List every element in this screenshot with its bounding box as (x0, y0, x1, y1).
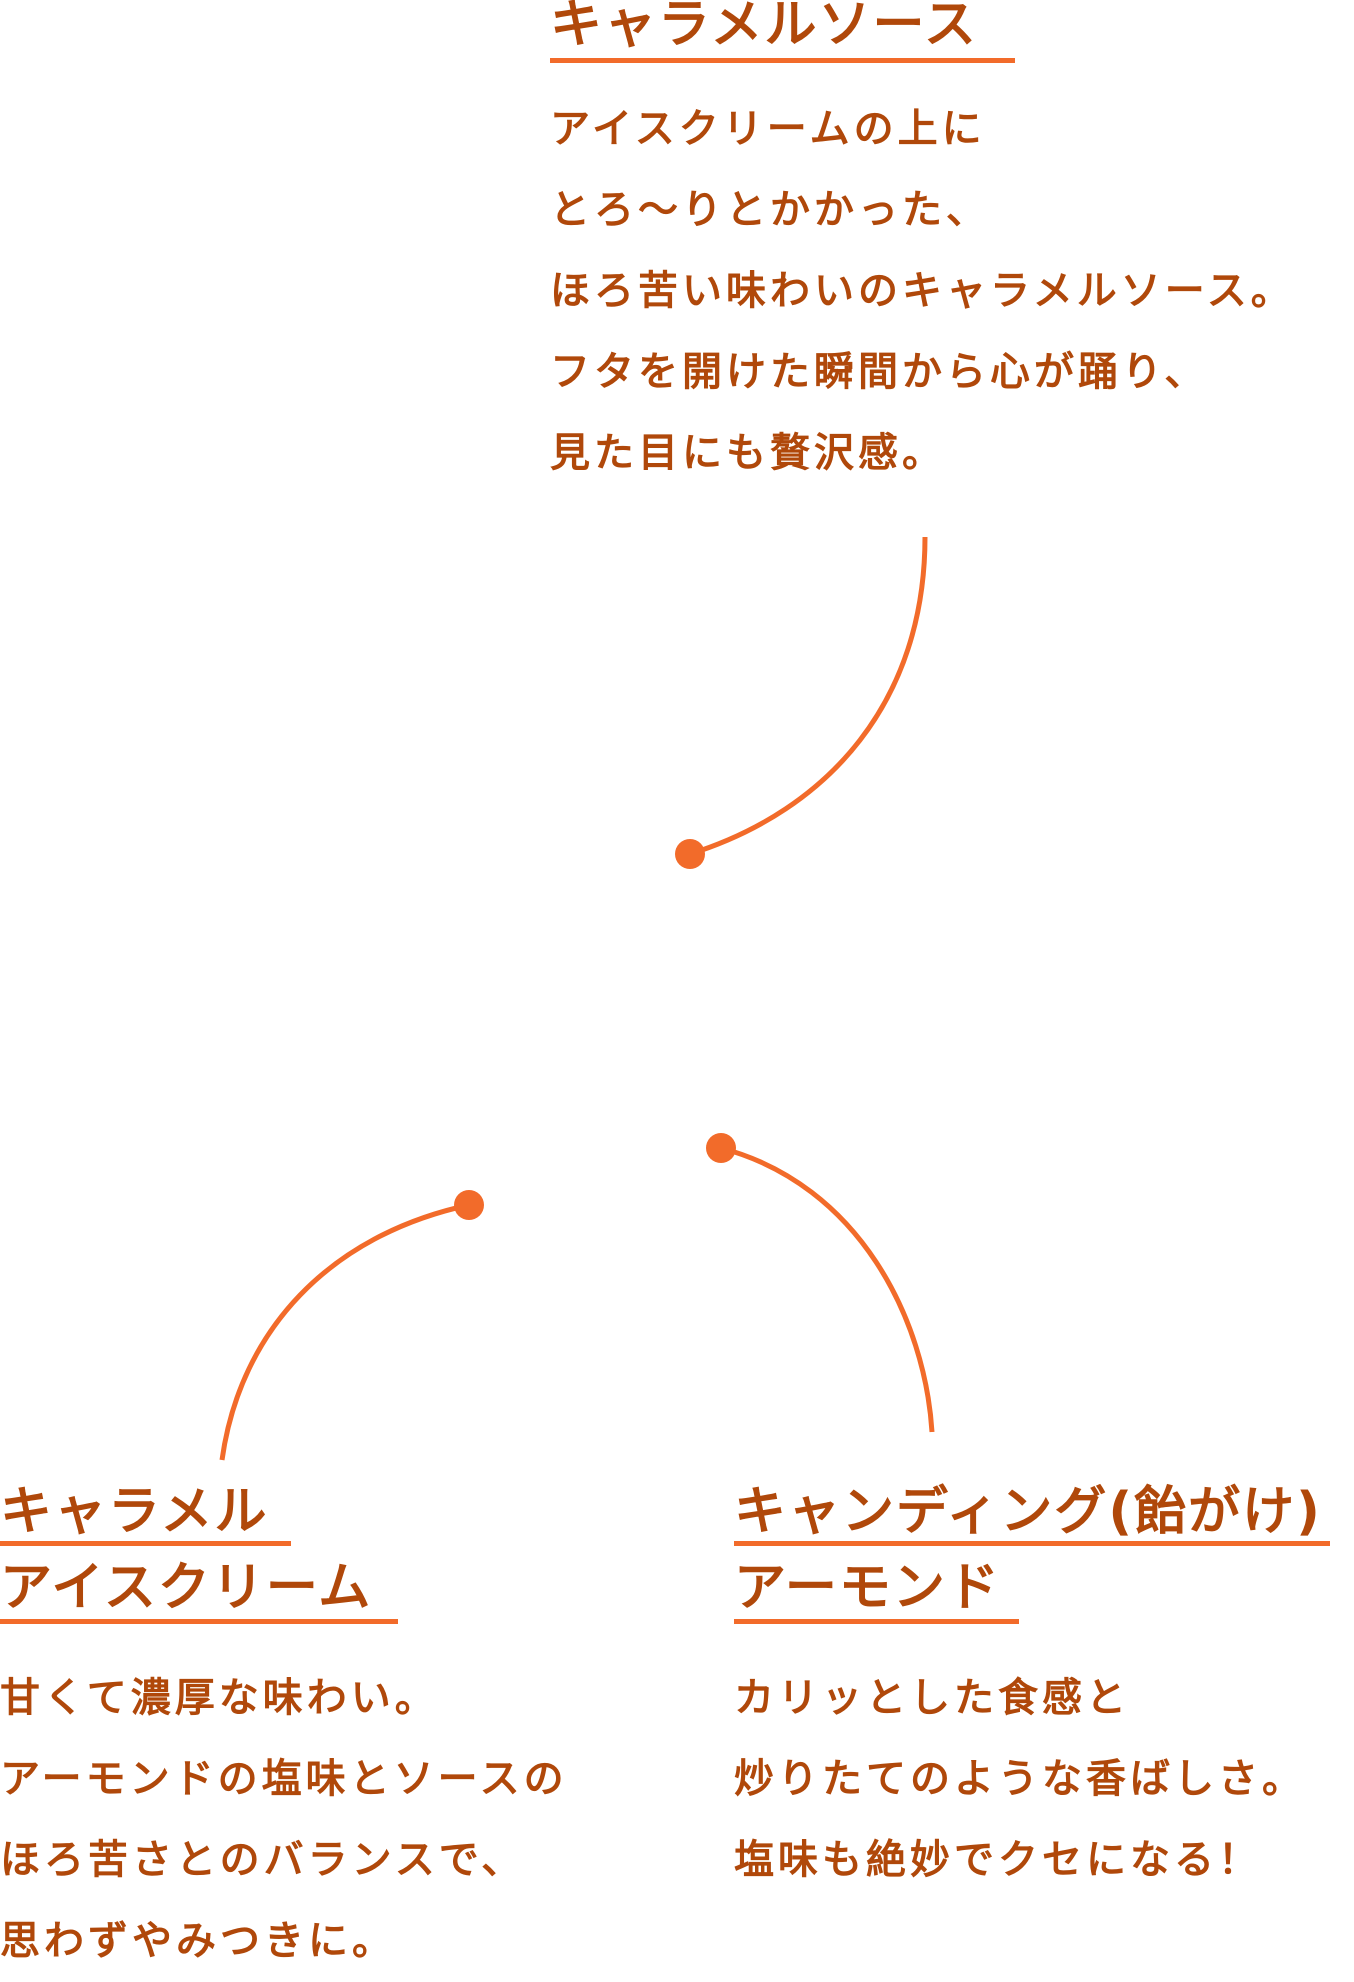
description-line: 塩味も絶妙でクセになる！ (734, 1837, 1262, 1883)
icecream-title-line1: キャラメル (0, 1482, 269, 1542)
callout-dot-icecream (454, 1190, 484, 1220)
icecream-description: 甘くて濃厚な味わい。 アーモンドの塩味とソースの ほろ苦さとのバランスで、 思わ… (0, 1658, 568, 1982)
description-line: 思わずやみつきに。 (0, 1918, 396, 1964)
description-line: カリッとした食感と (734, 1675, 1130, 1721)
description-line: 甘くて濃厚な味わい。 (0, 1675, 439, 1721)
description-line: とろ〜りとかかった、 (550, 187, 990, 233)
callout-line-almond (720, 1145, 935, 1433)
callout-line-sauce (689, 536, 928, 857)
almond-title-line2: アーモンド (734, 1558, 1001, 1618)
description-line: アイスクリームの上に (550, 106, 986, 152)
almond-title-underline-1 (734, 1541, 1330, 1546)
callout-dot-almond (706, 1133, 736, 1163)
description-line: 炒りたてのような香ばしさ。 (734, 1756, 1306, 1802)
description-line: フタを開けた瞬間から心が踊り、 (550, 349, 1209, 395)
callout-line-icecream (219, 1202, 470, 1461)
sauce-title: キャラメルソース (550, 0, 978, 55)
description-line: アーモンドの塩味とソースの (0, 1756, 568, 1802)
almond-title-underline-2 (734, 1619, 1019, 1624)
description-line: ほろ苦さとのバランスで、 (0, 1837, 526, 1883)
description-line: 見た目にも贅沢感。 (550, 430, 946, 476)
almond-description: カリッとした食感と 炒りたてのような香ばしさ。 塩味も絶妙でクセになる！ (734, 1658, 1306, 1901)
callout-dot-sauce (675, 839, 705, 869)
sauce-title-underline (550, 58, 1015, 63)
sauce-description: アイスクリームの上に とろ〜りとかかった、 ほろ苦い味わいのキャラメルソース。 … (550, 89, 1295, 494)
description-line: ほろ苦い味わいのキャラメルソース。 (550, 268, 1295, 314)
icecream-title-underline-1 (0, 1541, 291, 1546)
icecream-title-underline-2 (0, 1619, 398, 1624)
almond-title-line1: キャンディング(飴がけ) (734, 1482, 1322, 1542)
icecream-title-line2: アイスクリーム (0, 1558, 373, 1618)
